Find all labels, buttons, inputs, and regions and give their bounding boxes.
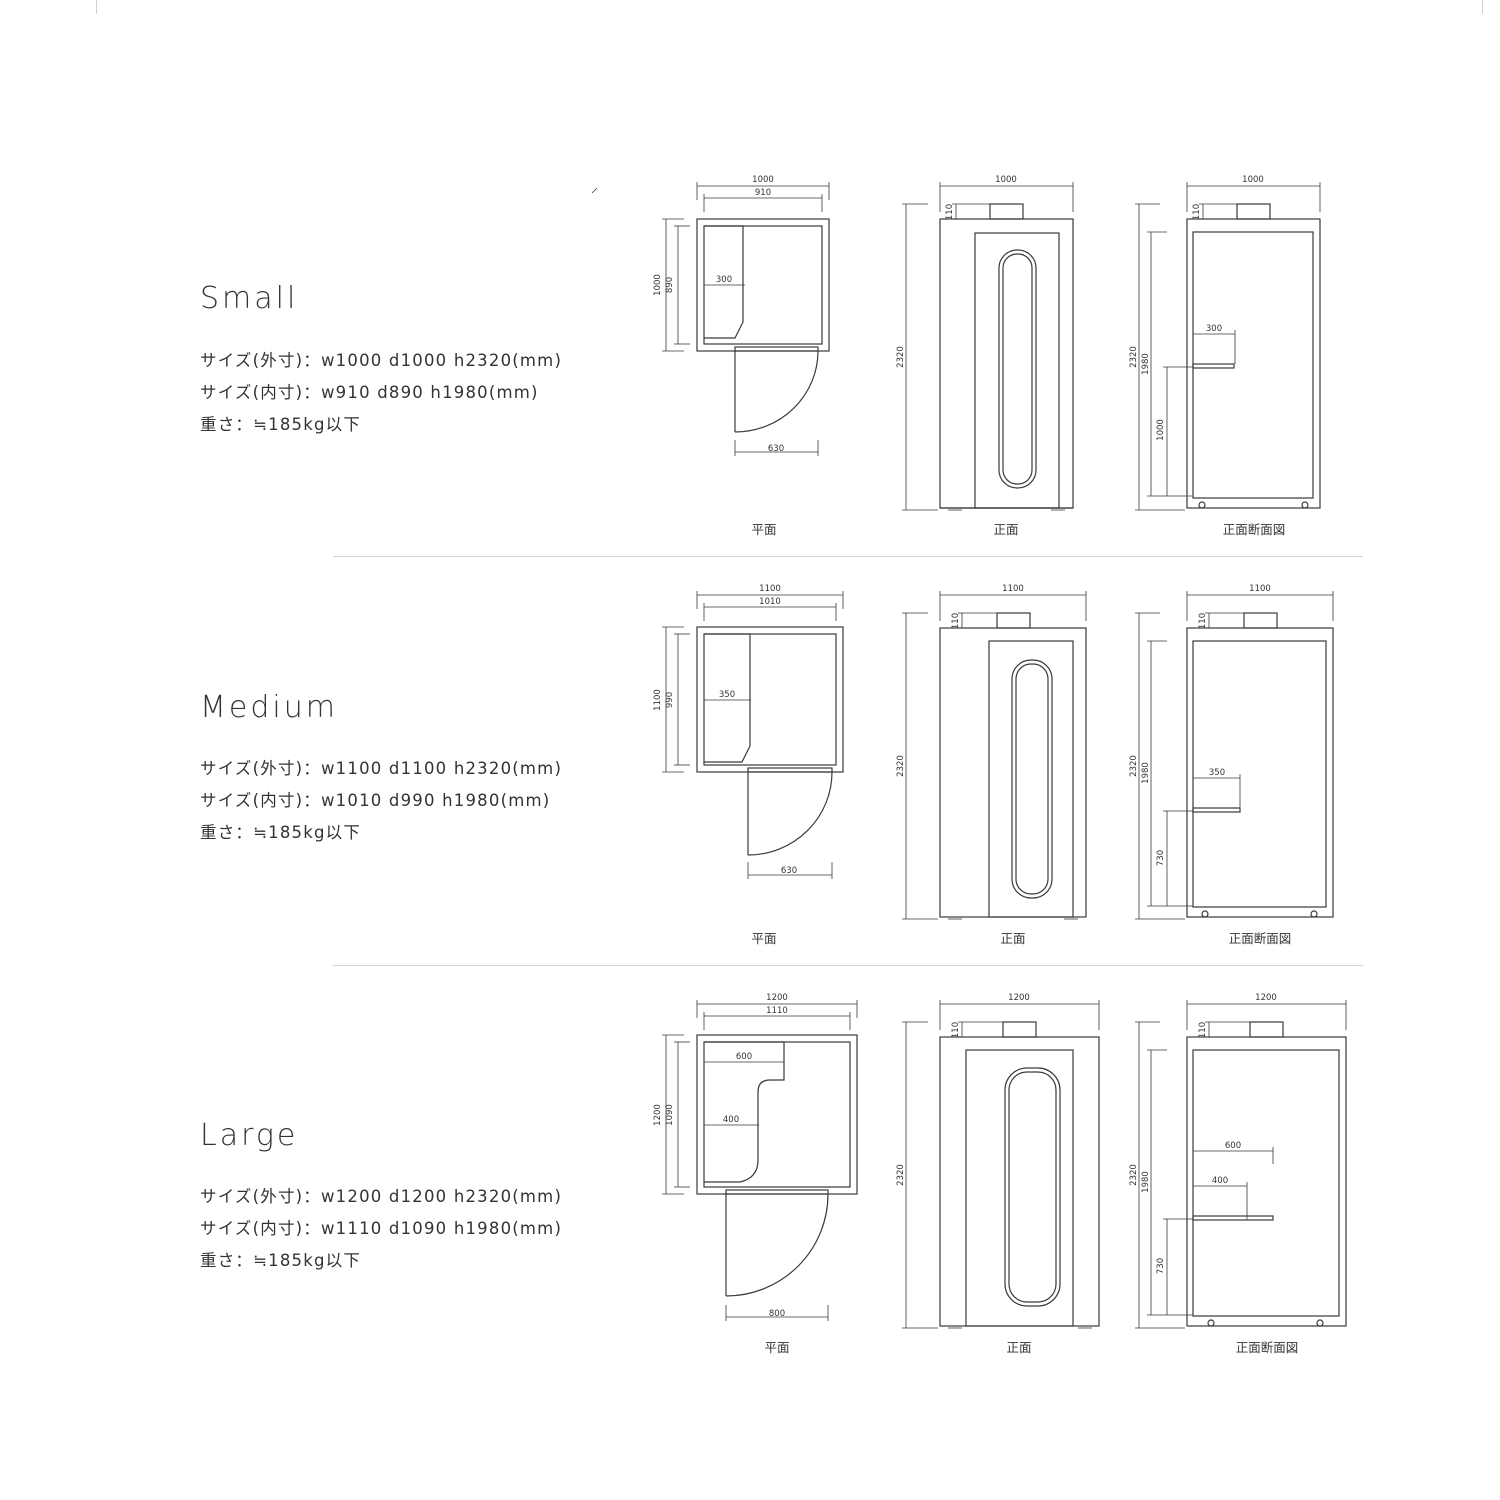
dim-label: 990 bbox=[665, 692, 675, 708]
caption-front: 正面 bbox=[1000, 931, 1025, 946]
dim-label: 300 bbox=[716, 275, 732, 285]
dim-label: 300 bbox=[1206, 324, 1222, 334]
dim-label: 110 bbox=[951, 1022, 961, 1038]
large-section-drawing: 1200 2320 1980 730 110 600 400 正面断面図 bbox=[1129, 993, 1347, 1355]
dim-label: 730 bbox=[1156, 850, 1166, 866]
dim-label: 730 bbox=[1156, 1258, 1166, 1274]
divider bbox=[333, 556, 1363, 557]
dim-label: 1980 bbox=[1141, 353, 1151, 375]
dim-label: 1000 bbox=[1242, 175, 1264, 185]
caption-section: 正面断面図 bbox=[1229, 931, 1292, 946]
dim-label: 1200 bbox=[1255, 993, 1277, 1003]
dim-label: 400 bbox=[723, 1115, 739, 1125]
large-plan-drawing: 1200 1110 1200 1090 600 400 800 平面 bbox=[653, 993, 858, 1355]
dim-label: 350 bbox=[1209, 768, 1225, 778]
caption-front: 正面 bbox=[993, 522, 1018, 537]
dim-label: 400 bbox=[1212, 1176, 1228, 1186]
spec-weight: 重さ：≒185kg以下 bbox=[200, 1251, 362, 1270]
stray-mark bbox=[591, 187, 598, 194]
dim-label: 600 bbox=[1225, 1141, 1241, 1151]
dim-label: 1200 bbox=[766, 993, 788, 1003]
dim-label: 1110 bbox=[766, 1006, 788, 1016]
spec-outer-size: サイズ(外寸)：w1200 d1200 h2320(mm) bbox=[200, 1187, 563, 1206]
dim-label: 1100 bbox=[653, 689, 663, 711]
dim-label: 1000 bbox=[653, 274, 663, 296]
spec-list-medium: サイズ(外寸)：w1100 d1100 h2320(mm) サイズ(内寸)：w1… bbox=[200, 753, 562, 849]
small-section-drawing: 1000 2320 1980 1000 110 300 正面断面図 bbox=[1129, 175, 1321, 537]
caption-plan: 平面 bbox=[751, 931, 776, 946]
spec-weight: 重さ：≒185kg以下 bbox=[200, 415, 362, 434]
caption-plan: 平面 bbox=[751, 522, 776, 537]
caption-section: 正面断面図 bbox=[1236, 1340, 1299, 1355]
section-title-medium: Medium bbox=[200, 690, 338, 725]
spec-list-small: サイズ(外寸)：w1000 d1000 h2320(mm) サイズ(内寸)：w9… bbox=[200, 345, 562, 441]
spec-inner-size: サイズ(内寸)：w1010 d990 h1980(mm) bbox=[200, 791, 551, 810]
small-plan-drawing: 1000 910 1000 890 300 630 平面 bbox=[653, 175, 830, 537]
section-title-large: Large bbox=[200, 1118, 299, 1153]
divider bbox=[333, 965, 1363, 966]
dim-label: 1090 bbox=[665, 1104, 675, 1126]
large-front-drawing: 1200 2320 110 正面 bbox=[896, 993, 1100, 1355]
medium-front-drawing: 1100 2320 110 正面 bbox=[896, 584, 1087, 946]
small-front-drawing: 1000 2320 110 正面 bbox=[896, 175, 1074, 537]
dim-label: 2320 bbox=[896, 1164, 906, 1186]
dim-label: 2320 bbox=[1129, 755, 1139, 777]
dim-label: 630 bbox=[768, 444, 784, 454]
dim-label: 110 bbox=[1198, 613, 1208, 629]
dim-label: 600 bbox=[736, 1052, 752, 1062]
dim-label: 1100 bbox=[759, 584, 781, 594]
dim-label: 110 bbox=[1198, 1022, 1208, 1038]
dim-label: 110 bbox=[945, 204, 955, 220]
dim-label: 1000 bbox=[1156, 419, 1166, 441]
dim-label: 1980 bbox=[1141, 762, 1151, 784]
dim-label: 1100 bbox=[1249, 584, 1271, 594]
dim-label: 2320 bbox=[1129, 1164, 1139, 1186]
section-title-small: Small bbox=[200, 281, 299, 316]
dim-label: 2320 bbox=[896, 346, 906, 368]
dim-label: 1000 bbox=[995, 175, 1017, 185]
caption-plan: 平面 bbox=[764, 1340, 789, 1355]
spec-list-large: サイズ(外寸)：w1200 d1200 h2320(mm) サイズ(内寸)：w1… bbox=[200, 1181, 562, 1277]
dim-label: 2320 bbox=[1129, 346, 1139, 368]
caption-section: 正面断面図 bbox=[1223, 522, 1286, 537]
dim-label: 910 bbox=[755, 188, 771, 198]
dim-label: 890 bbox=[665, 277, 675, 293]
spec-outer-size: サイズ(外寸)：w1100 d1100 h2320(mm) bbox=[200, 759, 563, 778]
caption-front: 正面 bbox=[1006, 1340, 1031, 1355]
spec-weight: 重さ：≒185kg以下 bbox=[200, 823, 362, 842]
dim-label: 1980 bbox=[1141, 1171, 1151, 1193]
dim-label: 630 bbox=[781, 866, 797, 876]
corner-tick-left bbox=[96, 0, 97, 14]
dim-label: 1100 bbox=[1002, 584, 1024, 594]
dim-label: 350 bbox=[719, 690, 735, 700]
spec-inner-size: サイズ(内寸)：w1110 d1090 h1980(mm) bbox=[200, 1219, 563, 1238]
spec-outer-size: サイズ(外寸)：w1000 d1000 h2320(mm) bbox=[200, 351, 563, 370]
dim-label: 1010 bbox=[759, 597, 781, 607]
dim-label: 110 bbox=[951, 613, 961, 629]
dim-label: 1200 bbox=[653, 1104, 663, 1126]
spec-inner-size: サイズ(内寸)：w910 d890 h1980(mm) bbox=[200, 383, 539, 402]
corner-tick-right bbox=[1482, 0, 1483, 14]
dim-label: 800 bbox=[769, 1309, 785, 1319]
medium-section-drawing: 1100 2320 1980 730 110 350 正面断面図 bbox=[1129, 584, 1334, 946]
dim-label: 1000 bbox=[752, 175, 774, 185]
dim-label: 1200 bbox=[1008, 993, 1030, 1003]
dim-label: 2320 bbox=[896, 755, 906, 777]
dim-label: 110 bbox=[1192, 204, 1202, 220]
medium-plan-drawing: 1100 1010 1100 990 350 630 平面 bbox=[653, 584, 844, 946]
